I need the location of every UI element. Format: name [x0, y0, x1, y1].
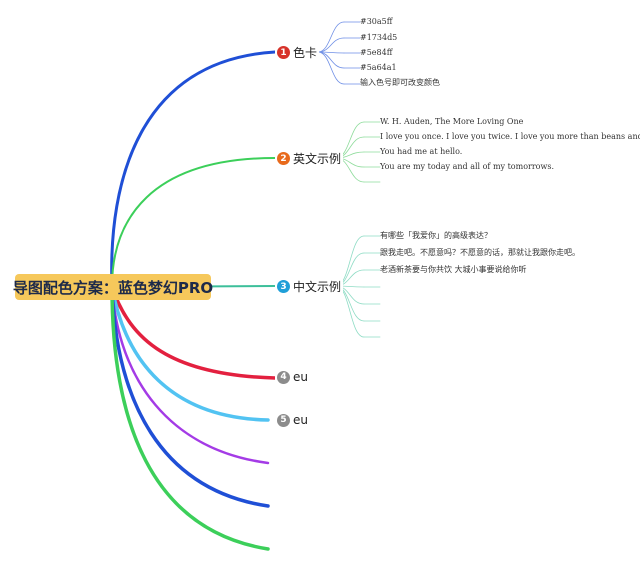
leaf-item[interactable]: #30a5ff: [360, 17, 393, 26]
connector-branch-8: [110, 285, 270, 551]
branch-label: eu: [293, 413, 308, 427]
badge-4: 4: [277, 370, 290, 384]
branch-label: 英文示例: [293, 152, 342, 166]
badge-5: 5: [277, 413, 290, 427]
connector-branch-4: [110, 285, 277, 380]
leaf-item[interactable]: #1734d5: [360, 33, 398, 42]
branch-4[interactable]: 4 eu: [275, 370, 310, 384]
badge-2: 2: [277, 152, 290, 165]
connector-leaf-b1-4: [317, 51, 345, 85]
branch-english-examples[interactable]: 2 英文示例: [275, 150, 344, 167]
connector-branch-1: [110, 50, 277, 289]
leaf-item[interactable]: I love you once. I love you twice. I lov…: [380, 132, 640, 141]
connector-leaf-b1-3: [317, 51, 345, 69]
leaf-item[interactable]: 老酒新茶要与你共饮 大城小事要说给你听: [380, 265, 527, 274]
connector-branch-7: [110, 285, 270, 508]
branch-color-card[interactable]: 1 色卡: [275, 44, 320, 61]
connector-branch-2: [111, 157, 276, 288]
leaf-item[interactable]: You are my today and all of my tomorrows…: [380, 162, 554, 171]
root-label: 导图配色方案：蓝色梦幻PRO: [12, 278, 214, 297]
branch-chinese-examples[interactable]: 3 中文示例: [275, 278, 344, 295]
leaf-item[interactable]: You had me at hello.: [380, 147, 463, 156]
connector-branch-5: [110, 285, 270, 422]
leaf-item[interactable]: 有哪些「我爱你」的高级表达？: [380, 231, 492, 240]
branch-5[interactable]: 5 eu: [275, 413, 310, 427]
connector-leaf-b1-1: [317, 37, 345, 53]
connector-branch-6: [110, 285, 270, 465]
branch-label: eu: [293, 370, 308, 384]
branch-label: 中文示例: [293, 280, 342, 294]
leaf-item[interactable]: #5a64a1: [360, 63, 397, 72]
badge-1: 1: [277, 46, 290, 59]
leaf-item[interactable]: 跟我走吧。不愿意吗？不愿意的话，那就让我跟你走吧。: [380, 248, 580, 257]
root-node[interactable]: 导图配色方案：蓝色梦幻PRO: [12, 274, 214, 300]
connector-leaf-b1-0: [317, 21, 345, 53]
leaf-item[interactable]: W. H. Auden, The More Loving One: [380, 117, 524, 126]
leaf-item[interactable]: #5e84ff: [360, 48, 393, 57]
badge-3: 3: [277, 280, 290, 293]
leaf-item[interactable]: 输入色号即可改变颜色: [360, 78, 440, 87]
branch-label: 色卡: [293, 46, 318, 60]
